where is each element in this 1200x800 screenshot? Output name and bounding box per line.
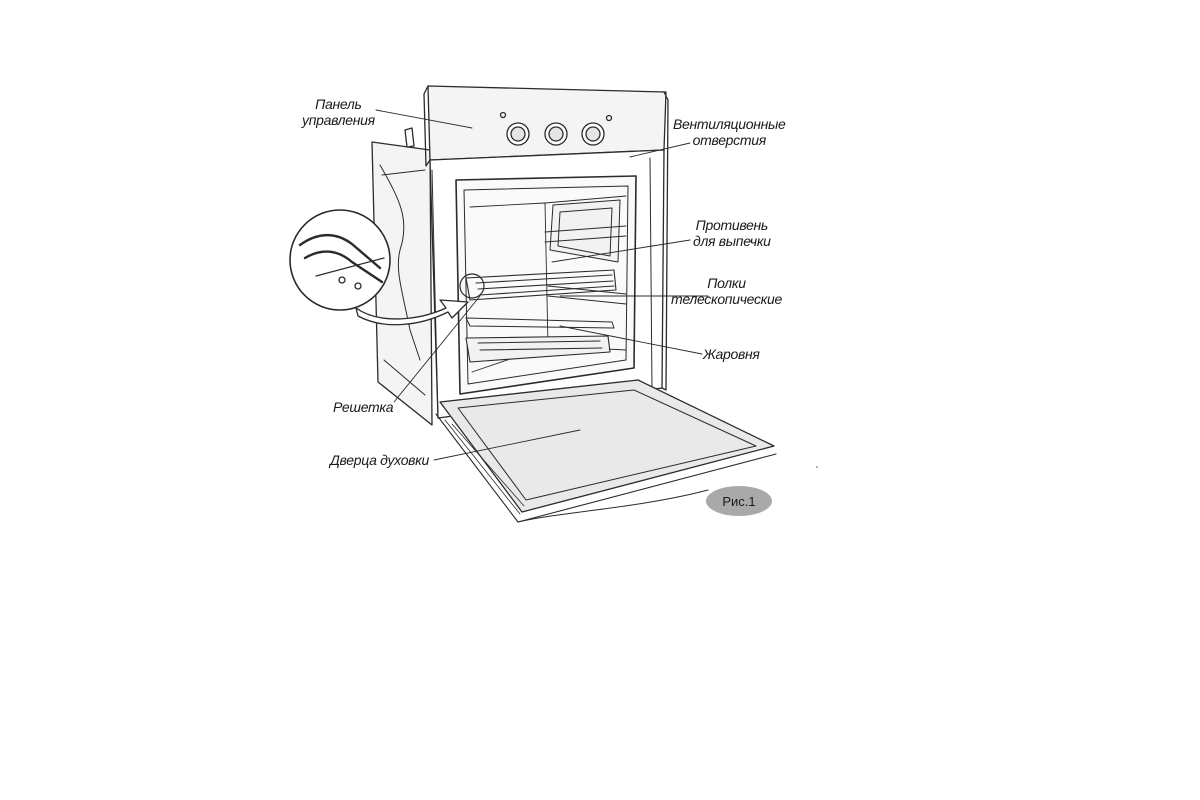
baking-tray-drawing [549, 199, 621, 263]
label-roasting-pan: Жаровня [703, 346, 760, 362]
label-vents: Вентиляционные отверстия [673, 116, 786, 148]
grill-rack-drawing [465, 269, 617, 301]
oven-door-drawing [435, 379, 777, 523]
stray-mark [816, 466, 818, 468]
control-knob [544, 122, 568, 146]
label-oven-door: Дверца духовки [330, 452, 429, 468]
label-baking-tray: Противень для выпечки [693, 217, 771, 249]
rack-detail-zoom [289, 209, 391, 311]
roasting-pan-drawing [465, 335, 611, 363]
oven-side-body [371, 127, 433, 426]
label-telescopic-shelves: Полки телескопические [671, 275, 782, 307]
label-grill-rack: Решетка [333, 399, 394, 415]
label-control-panel: Панель управления [302, 96, 375, 128]
detail-arrow [355, 273, 485, 326]
leader-lines [375, 109, 709, 461]
control-knob [581, 122, 605, 146]
figure-number-badge: Рис.1 [706, 486, 772, 516]
telescopic-shelves-drawing [465, 225, 627, 329]
control-knob [506, 122, 530, 146]
control-panel-drawing [423, 85, 667, 167]
